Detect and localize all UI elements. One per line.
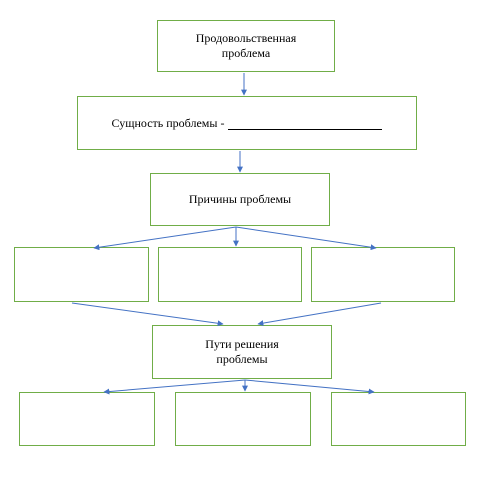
arrow-causes-to-box1 (93, 226, 237, 251)
node-solutions: Пути решения проблемы (152, 325, 332, 379)
solution-blank-box-2 (175, 392, 311, 446)
node-food-problem-line2: проблема (221, 46, 271, 60)
arrow-causes-to-box3 (235, 226, 377, 251)
node-solutions-line1: Пути решения (205, 337, 279, 351)
node-problem-essence-label: Сущность проблемы - (111, 115, 225, 130)
arrow-solutions-to-box1 (103, 379, 246, 395)
node-solutions-line2: проблемы (216, 352, 268, 366)
essence-blank-line (228, 117, 383, 130)
cause-blank-box-3 (311, 247, 455, 302)
solution-blank-box-3 (331, 392, 466, 446)
node-problem-causes: Причины проблемы (150, 173, 330, 226)
arrow-box3-to-solutions (257, 302, 382, 327)
arrow-solutions-to-box3 (244, 379, 375, 395)
node-food-problem: Продовольственная проблема (157, 20, 335, 72)
arrow-box1-to-solutions (71, 302, 224, 327)
cause-blank-box-1 (14, 247, 149, 302)
node-food-problem-line1: Продовольственная (195, 31, 297, 45)
node-problem-essence: Сущность проблемы - (77, 96, 417, 150)
solution-blank-box-1 (19, 392, 155, 446)
node-problem-causes-label: Причины проблемы (188, 192, 292, 206)
cause-blank-box-2 (158, 247, 302, 302)
